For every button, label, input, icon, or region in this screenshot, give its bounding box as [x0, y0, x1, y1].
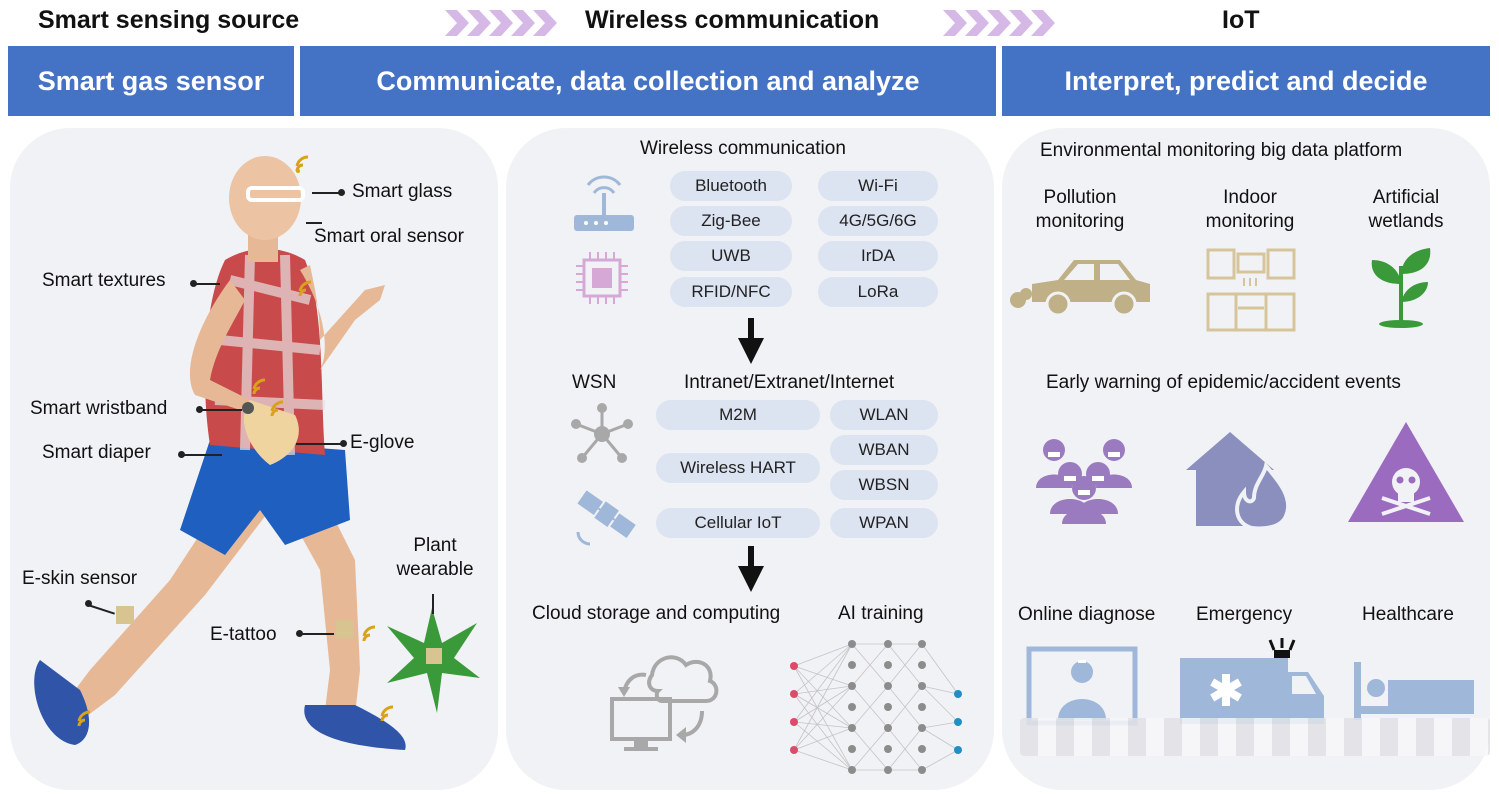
wifi-signal-icon: [295, 155, 309, 173]
band-interpret: Interpret, predict and decide: [1002, 46, 1490, 116]
wifi-signal-icon: [270, 400, 284, 417]
runner-figure: [34, 156, 406, 750]
wifi-signal-icon: [77, 710, 91, 727]
wifi-signal-icon: [298, 280, 312, 297]
hospital-bed-icon: [1354, 662, 1474, 720]
sprout-icon: [1371, 248, 1431, 328]
pill-uwb: UWB: [670, 241, 792, 271]
pill-zigbee: Zig-Bee: [670, 206, 792, 236]
env-platform-title: Environmental monitoring big data platfo…: [1040, 140, 1403, 161]
label-cloud: Cloud storage and computing: [532, 603, 781, 624]
stage-title-wireless: Wireless communication: [585, 6, 880, 34]
label-emergency: Emergency: [1196, 604, 1293, 625]
pill-wpan: WPAN: [830, 508, 938, 538]
pill-irda: IrDA: [818, 241, 938, 271]
doctor-screen-icon: [1026, 646, 1138, 726]
watermark-blur: [1020, 718, 1490, 756]
pill-rfid-nfc: RFID/NFC: [670, 277, 792, 307]
band-smart-gas-sensor: Smart gas sensor: [8, 46, 294, 116]
stage-title-iot: IoT: [1222, 6, 1260, 34]
label-e-tattoo: E-tattoo: [210, 624, 277, 645]
label-smart-glass: Smart glass: [352, 181, 453, 202]
plant-wearable-icon: [387, 608, 480, 713]
pill-wifi: Wi-Fi: [818, 171, 938, 201]
label-ai-training: AI training: [838, 603, 924, 624]
label-smart-oral-sensor: Smart oral sensor: [314, 226, 464, 247]
ambulance-icon: [1180, 638, 1324, 724]
label-intranet: Intranet/Extranet/Internet: [684, 372, 895, 393]
pill-wlan: WLAN: [830, 400, 938, 430]
network-hub-icon: [571, 403, 633, 463]
pill-wireless-hart: Wireless HART: [656, 453, 820, 483]
chevron-arrows-icon: [445, 10, 557, 36]
label-online-diagnose: Online diagnose: [1018, 604, 1156, 625]
pill-4g5g6g: 4G/5G/6G: [818, 206, 938, 236]
pill-wbsn: WBSN: [830, 470, 938, 500]
pill-cellular-iot: Cellular IoT: [656, 508, 820, 538]
label-wsn: WSN: [572, 372, 617, 393]
label-smart-diaper: Smart diaper: [42, 442, 151, 463]
stage-title-sensing: Smart sensing source: [38, 6, 300, 34]
pill-wban: WBAN: [830, 435, 938, 465]
down-arrow-icon: [738, 546, 764, 592]
house-fire-icon: [1186, 432, 1290, 531]
label-smart-textures: Smart textures: [42, 270, 166, 291]
kitchen-icon: [1206, 248, 1296, 332]
car-icon: [1010, 260, 1150, 317]
label-e-skin-sensor: E-skin sensor: [22, 568, 138, 589]
wifi-signal-icon: [252, 378, 266, 395]
crowd-mask-icon: [1036, 439, 1132, 524]
label-healthcare: Healthcare: [1362, 604, 1454, 625]
wifi-signal-icon: [362, 625, 376, 642]
neural-network-icon: [790, 640, 962, 774]
pill-bluetooth: Bluetooth: [670, 171, 792, 201]
label-smart-wristband: Smart wristband: [30, 398, 168, 419]
label-e-glove: E-glove: [350, 432, 415, 453]
pill-lora: LoRa: [818, 277, 938, 307]
chevron-arrows-icon: [943, 10, 1055, 36]
router-icon: [574, 175, 634, 231]
satellite-icon: [576, 490, 636, 546]
band-communicate: Communicate, data collection and analyze: [300, 46, 996, 116]
chip-icon: [576, 252, 628, 304]
cloud-computer-icon: [610, 655, 719, 751]
wireless-communication-title: Wireless communication: [640, 138, 846, 159]
down-arrow-icon: [738, 318, 764, 364]
pill-m2m: M2M: [656, 400, 820, 430]
wifi-signal-icon: [380, 705, 394, 722]
skull-warning-icon: [1348, 422, 1464, 522]
early-warning-title: Early warning of epidemic/accident event…: [1046, 372, 1401, 393]
